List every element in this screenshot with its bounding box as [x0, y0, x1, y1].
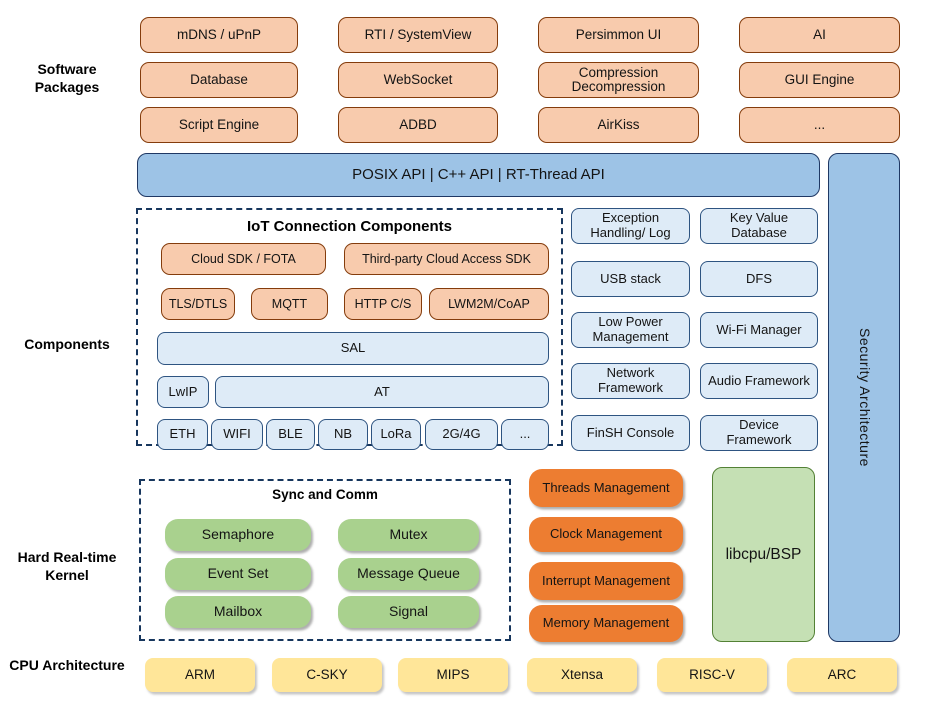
package-box: AirKiss	[538, 107, 699, 143]
sync-comm-title: Sync and Comm	[272, 487, 378, 502]
link-box: ...	[501, 419, 549, 450]
service-box: Network Framework	[571, 363, 690, 399]
cpu-box: MIPS	[398, 658, 508, 692]
package-box: ...	[739, 107, 900, 143]
sdk-box: Third-party Cloud Access SDK	[344, 243, 549, 275]
protocol-box: LWM2M/CoAP	[429, 288, 549, 320]
service-box: DFS	[700, 261, 818, 297]
link-box: ETH	[157, 419, 208, 450]
sal-box: SAL	[157, 332, 549, 365]
link-box: BLE	[266, 419, 315, 450]
package-box: AI	[739, 17, 900, 53]
mgmt-box: Interrupt Management	[529, 562, 683, 600]
iot-components-panel: IoT Connection Components Cloud SDK / FO…	[136, 208, 563, 450]
sync-box: Mutex	[338, 519, 479, 551]
protocol-box: TLS/DTLS	[161, 288, 235, 320]
service-box: Low Power Management	[571, 312, 690, 348]
cpu-box: RISC-V	[657, 658, 767, 692]
service-box: Exception Handling/ Log	[571, 208, 690, 244]
service-box: USB stack	[571, 261, 690, 297]
package-box: Database	[140, 62, 298, 98]
iot-components-title: IoT Connection Components	[247, 218, 452, 235]
section-label-kernel: Hard Real-time Kernel	[17, 549, 117, 584]
libcpu-bsp-box: libcpu/BSP	[712, 467, 815, 642]
sync-box: Mailbox	[165, 596, 311, 628]
link-box: WIFI	[211, 419, 263, 450]
cpu-box: ARM	[145, 658, 255, 692]
service-box: FinSH Console	[571, 415, 690, 451]
package-box: ADBD	[338, 107, 498, 143]
package-box: Compression Decompression	[538, 62, 699, 98]
section-label-software-packages: Software Packages	[34, 61, 100, 96]
lwip-box: LwIP	[157, 376, 209, 408]
section-label-cpu: CPU Architecture	[9, 657, 125, 673]
section-label-components: Components	[24, 336, 110, 352]
service-box: Audio Framework	[700, 363, 818, 399]
cpu-box: Xtensa	[527, 658, 637, 692]
package-box: WebSocket	[338, 62, 498, 98]
mgmt-box: Threads Management	[529, 469, 683, 507]
protocol-box: MQTT	[251, 288, 328, 320]
sdk-box: Cloud SDK / FOTA	[161, 243, 326, 275]
cpu-box: ARC	[787, 658, 897, 692]
api-bar: POSIX API | C++ API | RT-Thread API	[137, 153, 820, 197]
sync-comm-panel: Sync and Comm Semaphore Mutex Event Set …	[139, 479, 511, 641]
package-box: GUI Engine	[739, 62, 900, 98]
sync-box: Event Set	[165, 558, 311, 590]
at-box: AT	[215, 376, 549, 408]
sync-box: Message Queue	[338, 558, 479, 590]
sync-box: Signal	[338, 596, 479, 628]
software-packages-grid: mDNS / uPnP RTI / SystemView Persimmon U…	[140, 17, 900, 143]
service-box: Key Value Database	[700, 208, 818, 244]
cpu-box: C-SKY	[272, 658, 382, 692]
link-box: LoRa	[371, 419, 421, 450]
package-box: RTI / SystemView	[338, 17, 498, 53]
sync-box: Semaphore	[165, 519, 311, 551]
security-architecture-bar: Security Architecture	[828, 153, 900, 642]
package-box: Script Engine	[140, 107, 298, 143]
service-box: Device Framework	[700, 415, 818, 451]
mgmt-box: Clock Management	[529, 517, 683, 552]
package-box: mDNS / uPnP	[140, 17, 298, 53]
link-box: NB	[318, 419, 368, 450]
link-box: 2G/4G	[425, 419, 498, 450]
service-box: Wi-Fi Manager	[700, 312, 818, 348]
package-box: Persimmon UI	[538, 17, 699, 53]
mgmt-box: Memory Management	[529, 605, 683, 642]
protocol-box: HTTP C/S	[344, 288, 422, 320]
